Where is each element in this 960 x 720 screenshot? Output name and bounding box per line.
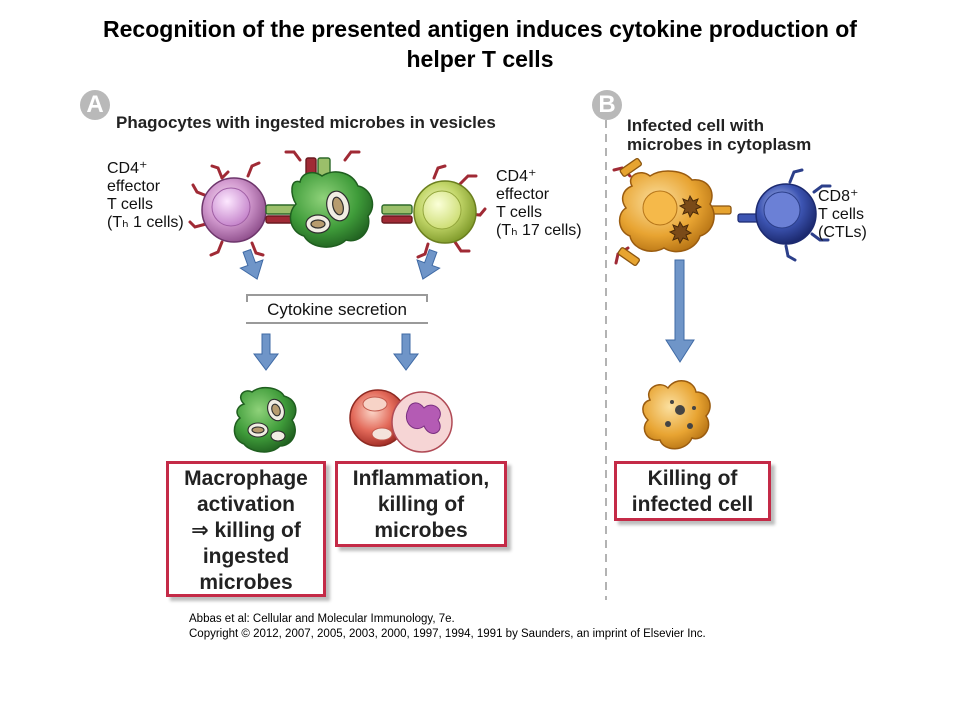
top-tcell-receptors [284, 150, 361, 162]
killing-infected-cell-box: Killing of infected cell [614, 461, 771, 521]
th17-label-line-4: (Tₕ 17 cells) [496, 222, 582, 239]
macrophage-outcome-line-3: ⇒ killing of [191, 519, 301, 542]
citation: Abbas et al: Cellular and Molecular Immu… [189, 612, 706, 642]
th17-label: CD4⁺ effector T cells (Tₕ 17 cells) [496, 168, 582, 240]
apoptotic-fragments [665, 400, 696, 429]
macrophage-outcome-line-4: ingested [202, 545, 290, 568]
panel-a-letter: A [86, 91, 104, 118]
th17-label-line-2: effector [496, 186, 550, 203]
th1-label: CD4⁺ effector T cells (Tₕ 1 cells) [107, 160, 184, 232]
arrows-panel-a [239, 248, 441, 371]
ctl-label-line-1: CD8⁺ [818, 188, 859, 205]
th1-nucleus [211, 187, 251, 227]
ingested-microbes [305, 190, 350, 234]
ctl-receptors [784, 168, 832, 262]
arrow-panel-b [665, 259, 695, 363]
ctl-nucleus [763, 191, 801, 229]
panel-b-letter: B [598, 91, 616, 118]
th1-label-line-4: (Tₕ 1 cells) [107, 214, 184, 231]
killed-infected-cell [642, 380, 711, 450]
panel-a-heading: Phagocytes with ingested microbes in ves… [116, 113, 496, 132]
th17-nucleus [422, 190, 462, 230]
killing-outcome-line-1: Killing of [647, 467, 738, 490]
panel-b-heading: Infected cell with microbes in cytoplasm [627, 116, 811, 154]
macrophage-activation-box: Macrophage activation ⇒ killing of inges… [166, 461, 326, 597]
cytokine-secretion-label: Cytokine secretion [267, 300, 407, 319]
inflammation-outcome-line-3: microbes [374, 519, 468, 542]
neutrophil-nucleus [406, 402, 441, 434]
slide-title: Recognition of the presented antigen ind… [0, 14, 960, 74]
macrophage-outcome-line-2: activation [196, 493, 296, 516]
panel-b-badge: B [592, 90, 622, 120]
ctl-label-line-2: T cells [818, 206, 864, 223]
th1-label-line-2: effector [107, 178, 161, 195]
inflammation-outcome-line-2: killing of [377, 493, 465, 516]
ctl-label-line-3: (CTLs) [818, 224, 867, 241]
citation-line-1: Abbas et al: Cellular and Molecular Immu… [189, 613, 455, 625]
th1-label-line-1: CD4⁺ [107, 160, 148, 177]
cytokine-secretion-box: Cytokine secretion [246, 294, 428, 324]
th17-label-line-3: T cells [496, 204, 542, 221]
macrophage-outcome-line-5: microbes [199, 571, 293, 594]
panel-b-heading-line-2: microbes in cytoplasm [627, 135, 812, 154]
panel-b-heading-line-1: Infected cell with [627, 116, 764, 135]
panel-a-heading-text: Phagocytes with ingested microbes in ves… [116, 113, 496, 132]
inflammation-outcome-line-1: Inflammation, [352, 467, 490, 490]
ctl-label: CD8⁺ T cells (CTLs) [818, 188, 867, 242]
citation-line-2: Copyright © 2012, 2007, 2005, 2003, 2000… [189, 628, 706, 640]
activated-macrophage [233, 386, 297, 453]
infected-cell-nucleus [642, 190, 678, 226]
cytoplasmic-microbes [668, 194, 703, 245]
th17-label-line-1: CD4⁺ [496, 168, 537, 185]
title-line-1: Recognition of the presented antigen ind… [103, 16, 857, 42]
macrophage-outcome-line-1: Macrophage [184, 467, 308, 490]
title-line-2: helper T cells [406, 46, 554, 72]
th1-label-line-3: T cells [107, 196, 153, 213]
killing-outcome-line-2: infected cell [631, 493, 754, 516]
panel-a-badge: A [80, 90, 110, 120]
activated-macrophage-microbes [247, 398, 286, 442]
th1-receptors [188, 161, 265, 257]
inflammation-box: Inflammation, killing of microbes [335, 461, 507, 547]
